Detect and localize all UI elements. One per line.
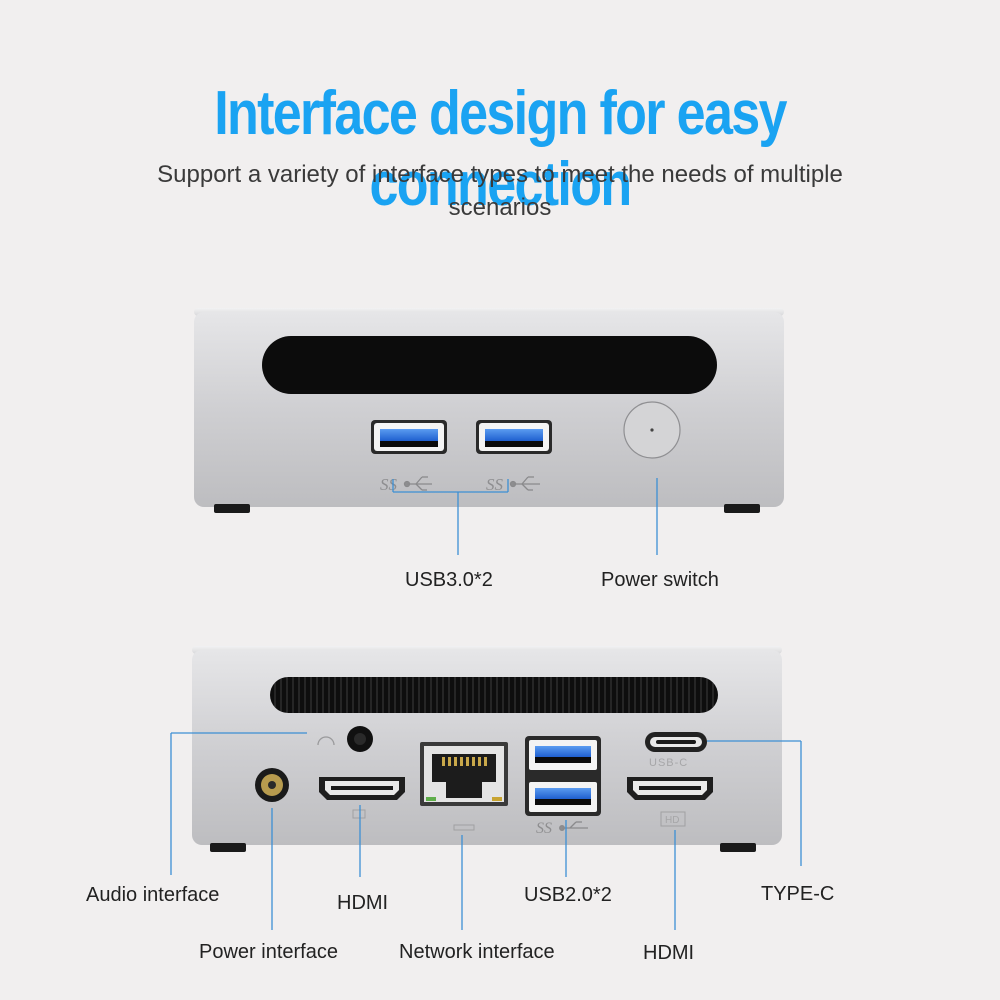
page-subtitle: Support a variety of interface types to … (157, 161, 843, 221)
front-leader-lines (392, 478, 658, 555)
front-usb3-port-2 (476, 420, 552, 454)
front-usb3-port-1 (371, 420, 447, 454)
label-power-switch: Power switch (601, 569, 719, 591)
rear-usb-stack (525, 736, 601, 816)
rear-foot-left (210, 843, 246, 852)
usb-c-mark: USB-C (649, 757, 688, 769)
front-foot-right (724, 504, 760, 513)
usb-c-port: USB-C (645, 732, 707, 769)
label-hdmi-left: HDMI (337, 892, 389, 914)
front-device (194, 308, 784, 513)
rear-leader-lines (170, 732, 802, 930)
rear-vent (270, 677, 718, 713)
usb-ss-mark-2: SS (486, 475, 540, 494)
svg-text:SS: SS (486, 475, 504, 494)
front-foot-left (214, 504, 250, 513)
label-usb2: USB2.0*2 (524, 884, 612, 906)
label-type-c: TYPE-C (761, 883, 835, 905)
svg-text:SS: SS (380, 475, 398, 494)
svg-text:SS: SS (536, 820, 552, 837)
front-window (262, 336, 717, 394)
hdmi-port-right: HD (627, 777, 713, 827)
hd-mark: HD (665, 815, 679, 826)
label-usb3: USB3.0*2 (405, 569, 493, 591)
audio-jack (317, 726, 373, 752)
hdmi-port-left (319, 777, 405, 819)
power-button (623, 401, 681, 459)
page-title: Interface design for easy connection (214, 79, 787, 219)
ethernet-port (420, 742, 508, 831)
label-hdmi-right: HDMI (643, 942, 695, 964)
label-power-interface: Power interface (199, 941, 338, 963)
label-audio-interface: Audio interface (86, 884, 220, 906)
rear-foot-right (720, 843, 756, 852)
power-jack (255, 768, 289, 802)
label-network-interface: Network interface (399, 941, 555, 963)
